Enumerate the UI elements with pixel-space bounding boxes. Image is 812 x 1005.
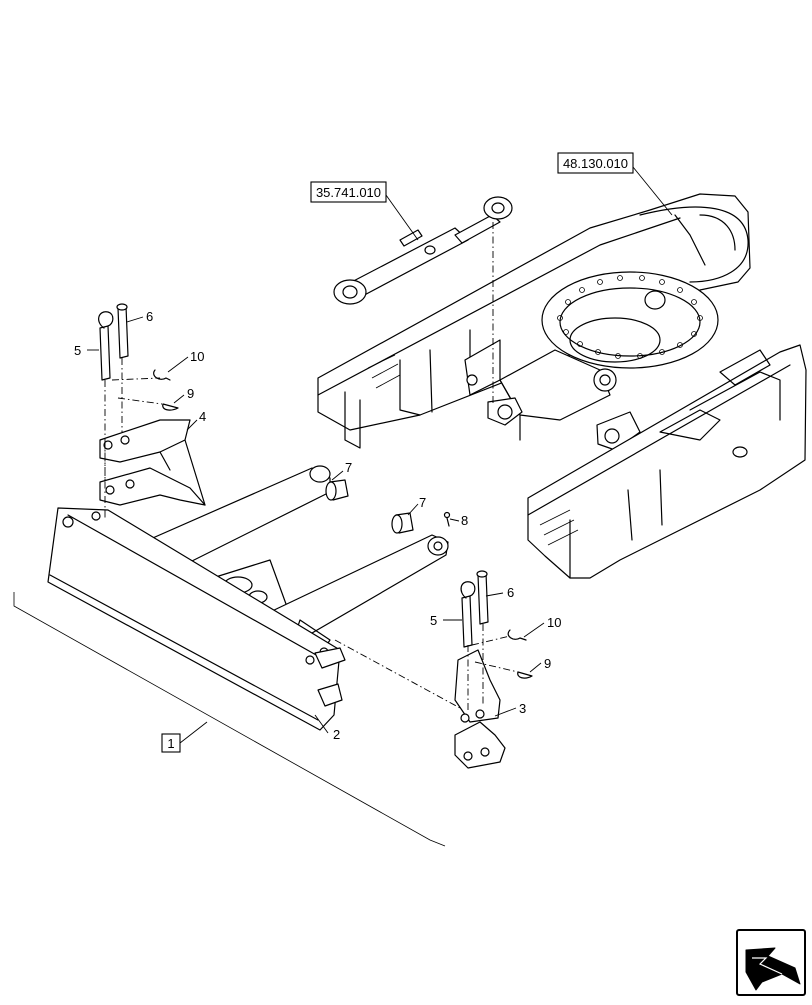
grease-fitting <box>443 511 451 527</box>
ref-label-cylinder: 35.741.010 <box>316 185 381 200</box>
callout-6-left: 6 <box>146 309 153 324</box>
previous-page-arrow-icon[interactable] <box>736 929 806 996</box>
callout-9-left: 9 <box>187 386 194 401</box>
callout-7-left: 7 <box>345 460 352 475</box>
assembly-callout-label: 1 <box>167 736 174 751</box>
ref-label-frame: 48.130.010 <box>563 156 628 171</box>
callout-8: 8 <box>461 513 468 528</box>
callout-9-right: 9 <box>544 656 551 671</box>
dozer-blade-assembly <box>47 465 449 731</box>
bushing-left <box>325 479 349 501</box>
callout-10-right: 10 <box>547 615 561 630</box>
callout-numbers: 2 3 4 5 5 6 6 7 7 8 9 9 10 10 <box>74 309 561 742</box>
callout-7-right: 7 <box>419 495 426 510</box>
bracket-left <box>99 419 206 506</box>
pin-left-5 <box>98 311 114 381</box>
ref-box-frame[interactable]: 48.130.010 <box>557 152 634 174</box>
bracket-right <box>454 649 506 769</box>
leader-lines <box>87 166 673 744</box>
blade-cylinder <box>333 196 513 305</box>
bushing-right <box>391 512 414 534</box>
assembly-callout-box: 1 <box>161 733 181 753</box>
clip-right-10 <box>507 629 527 641</box>
callout-10-left: 10 <box>190 349 204 364</box>
ref-box-cylinder[interactable]: 35.741.010 <box>310 181 387 203</box>
callout-5-left: 5 <box>74 343 81 358</box>
callout-2: 2 <box>333 727 340 742</box>
undercarriage-frame <box>317 193 807 579</box>
callout-6-right: 6 <box>507 585 514 600</box>
pin-right-6 <box>476 570 489 625</box>
alignment-line-left <box>104 358 163 520</box>
assembly-outline <box>13 592 446 847</box>
clip-right-9 <box>517 671 533 679</box>
callout-4: 4 <box>199 409 206 424</box>
callout-5-right: 5 <box>430 613 437 628</box>
pin-left-6 <box>116 303 129 359</box>
bearing-bolt-holes <box>557 275 703 359</box>
clip-left-9 <box>162 403 179 411</box>
callout-3: 3 <box>519 701 526 716</box>
pin-right-5 <box>460 581 476 648</box>
alignment-line-right <box>334 624 519 712</box>
